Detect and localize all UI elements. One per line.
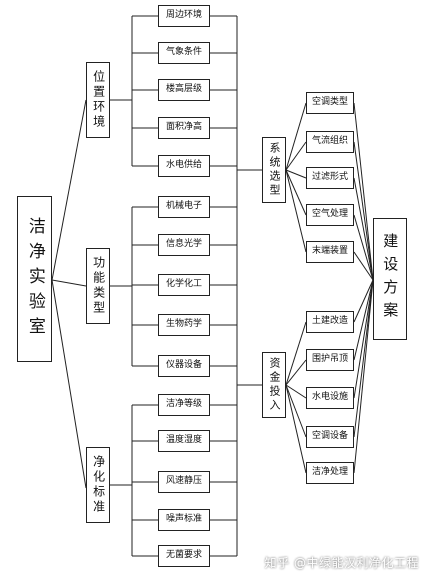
- item-mechanical-electronic: 机械电子: [158, 196, 210, 218]
- item-surroundings: 周边环境: [158, 5, 210, 27]
- item-floor-level: 楼高层级: [158, 79, 210, 101]
- item-terminal-device: 末端装置: [306, 241, 354, 263]
- item-sterility: 无菌要求: [158, 545, 210, 567]
- item-instruments: 仪器设备: [158, 355, 210, 377]
- item-cleanliness-class: 洁净等级: [158, 394, 210, 416]
- item-utilities: 水电供给: [158, 155, 210, 177]
- root-node: 洁净实验室: [17, 196, 52, 362]
- item-plumbing-electric: 水电设施: [306, 387, 354, 409]
- group-function-type: 功能类型: [86, 248, 110, 324]
- item-area-height: 面积净高: [158, 117, 210, 139]
- item-civil-renovation: 土建改造: [306, 311, 354, 333]
- middle-investment: 资金投入: [262, 352, 286, 418]
- item-temperature-humidity: 温度湿度: [158, 430, 210, 452]
- item-biopharma: 生物药学: [158, 314, 210, 336]
- item-ac-equipment: 空调设备: [306, 426, 354, 448]
- item-airflow: 气流组织: [306, 131, 354, 153]
- item-airspeed-pressure: 风速静压: [158, 471, 210, 493]
- item-enclosure-ceiling: 围护吊顶: [306, 349, 354, 371]
- group-location-environment: 位置环境: [86, 62, 110, 138]
- item-ac-type: 空调类型: [306, 92, 354, 114]
- plan-node: 建设方案: [373, 218, 407, 340]
- item-chemical: 化学化工: [158, 274, 210, 296]
- item-optical-information: 信息光学: [158, 234, 210, 256]
- item-air-treatment: 空气处理: [306, 204, 354, 226]
- group-cleanliness-standard: 净化标准: [86, 447, 110, 523]
- item-noise-standard: 噪声标准: [158, 509, 210, 531]
- item-weather: 气象条件: [158, 42, 210, 64]
- item-filtration: 过滤形式: [306, 167, 354, 189]
- item-clean-treatment: 洁净处理: [306, 462, 354, 484]
- middle-system-selection: 系统选型: [262, 137, 286, 203]
- watermark: 知乎 @中绿能汉利净化工程: [264, 556, 419, 570]
